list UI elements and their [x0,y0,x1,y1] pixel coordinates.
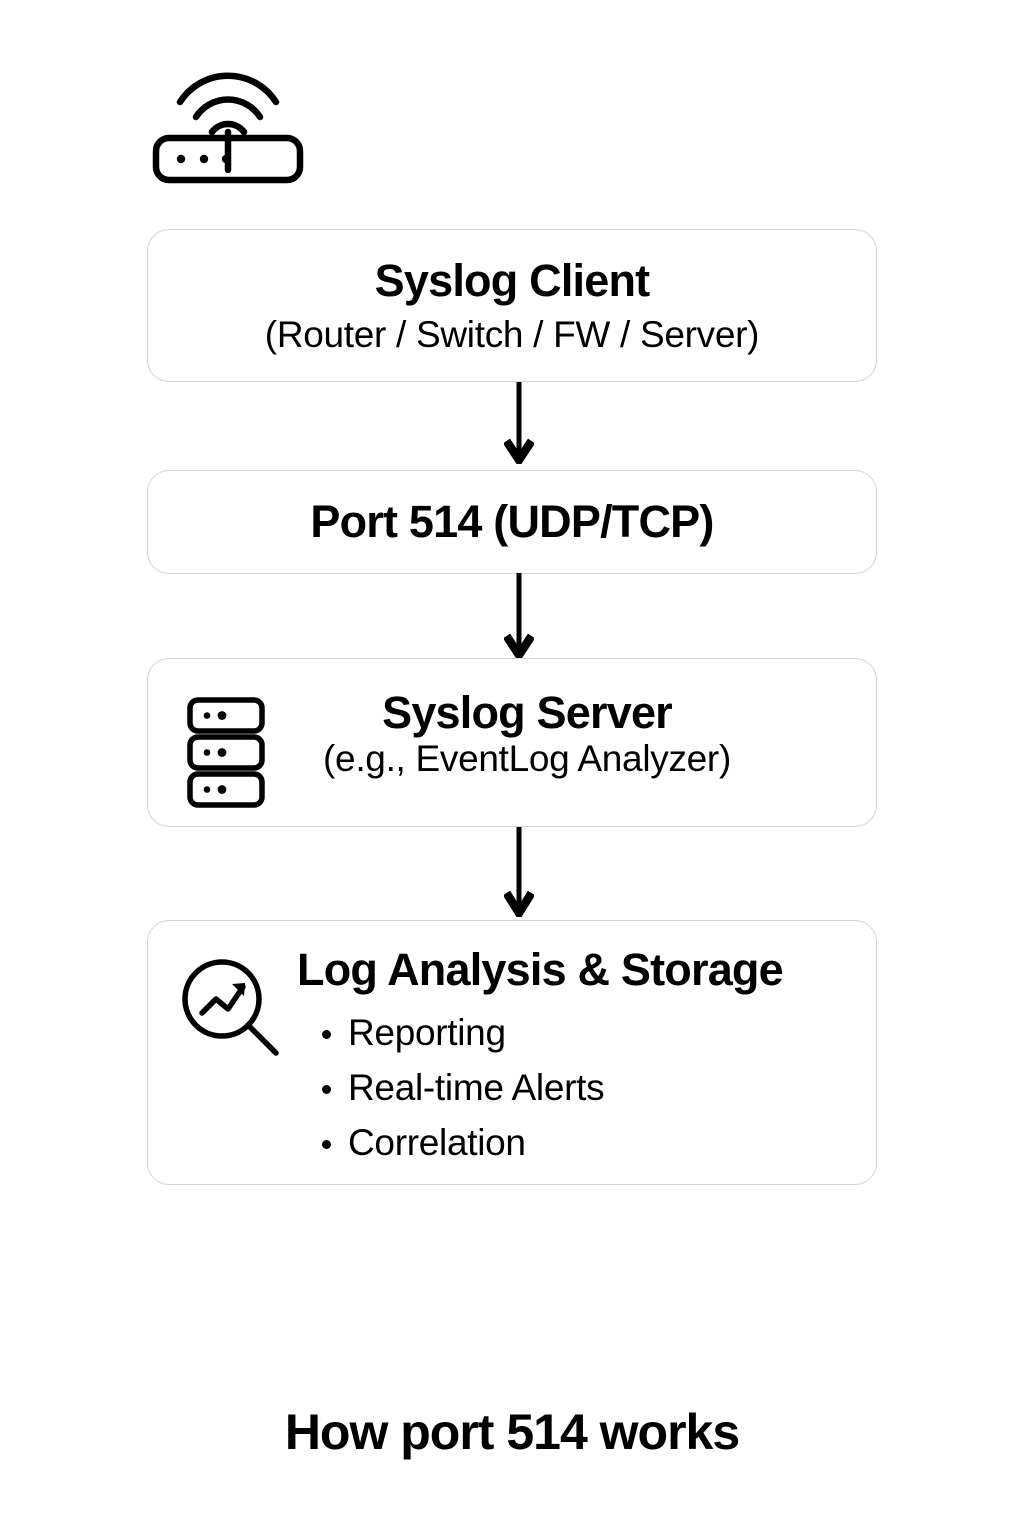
bullet-label: Real-time Alerts [348,1066,605,1108]
syslog-server-subtitle: (e.g., EventLog Analyzer) [323,737,731,779]
bullet-dot-icon [322,1030,331,1039]
magnifier-trending-icon [180,957,280,1057]
syslog-client-content: Syslog Client (Router / Switch / FW / Se… [148,230,876,356]
wifi-router-icon [148,52,320,184]
log-analysis-title: Log Analysis & Storage [297,944,784,995]
page-title: How port 514 works [284,1404,740,1460]
server-rack-icon [186,697,276,809]
bullet-label: Reporting [348,1012,506,1053]
flow-box-syslog-server: Syslog Server (e.g., EventLog Analyzer) [147,658,877,827]
port-514-title: Port 514 (UDP/TCP) [310,496,714,547]
arrow-server-to-analysis-icon [502,824,536,922]
list-item: Correlation [318,1116,604,1171]
bullet-dot-icon [322,1139,331,1149]
bullet-dot-icon [322,1084,331,1094]
syslog-server-content: Syslog Server (e.g., EventLog Analyzer) [298,687,876,780]
flow-box-port-514: Port 514 (UDP/TCP) [147,470,877,574]
list-item: Reporting [318,1006,604,1061]
port-514-content: Port 514 (UDP/TCP) [148,471,876,547]
syslog-client-subtitle: (Router / Switch / FW / Server) [264,313,760,355]
list-item: Real-time Alerts [318,1061,605,1116]
log-analysis-bullet-list: Reporting Real-time Alerts Correlation [318,1006,605,1171]
arrow-port-to-server-icon [502,570,536,663]
syslog-server-title: Syslog Server [382,687,673,738]
flow-box-log-analysis: Log Analysis & Storage Reporting Real-ti… [147,920,877,1185]
syslog-client-title: Syslog Client [374,255,650,306]
arrow-client-to-port-icon [502,379,536,468]
flow-box-syslog-client: Syslog Client (Router / Switch / FW / Se… [147,229,877,382]
bullet-label: Correlation [348,1121,526,1163]
